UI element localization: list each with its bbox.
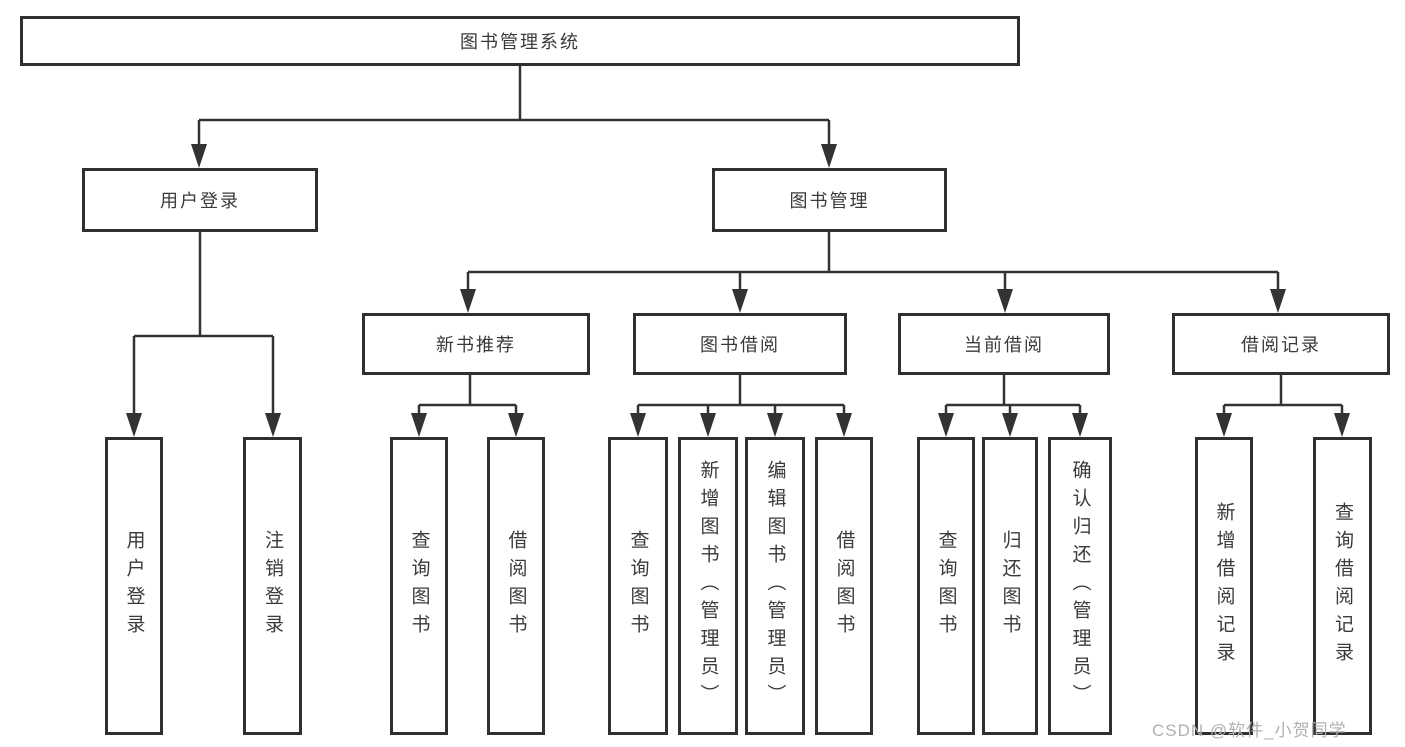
node-leaf-user-login: 用户登录 xyxy=(105,437,163,735)
arrowhead-down-icon xyxy=(1216,413,1232,437)
node-label-leaf-query-book-3: 查询图书 xyxy=(935,530,957,642)
node-label-leaf-return-book: 归还图书 xyxy=(999,530,1021,642)
arrowhead-down-icon xyxy=(508,413,524,437)
node-book-mgmt: 图书管理 xyxy=(712,168,947,232)
node-root: 图书管理系统 xyxy=(20,16,1020,66)
node-label-leaf-add-book: 新增图书（管理员） xyxy=(697,460,719,712)
node-new-book-rec: 新书推荐 xyxy=(362,313,590,375)
arrowhead-down-icon xyxy=(1334,413,1350,437)
arrowhead-down-icon xyxy=(191,144,207,168)
node-label-user-login: 用户登录 xyxy=(160,191,240,211)
node-leaf-query-book-1: 查询图书 xyxy=(390,437,448,735)
arrowhead-down-icon xyxy=(938,413,954,437)
node-leaf-borrow-book-1: 借阅图书 xyxy=(487,437,545,735)
node-label-leaf-confirm-return: 确认归还（管理员） xyxy=(1069,460,1091,712)
node-label-current-borrow: 当前借阅 xyxy=(964,335,1044,355)
arrowhead-down-icon xyxy=(411,413,427,437)
node-leaf-logout: 注销登录 xyxy=(243,437,302,735)
arrowhead-down-icon xyxy=(460,289,476,313)
arrowhead-down-icon xyxy=(1072,413,1088,437)
arrowhead-down-icon xyxy=(700,413,716,437)
node-user-login: 用户登录 xyxy=(82,168,318,232)
arrowhead-down-icon xyxy=(732,289,748,313)
node-label-root: 图书管理系统 xyxy=(460,32,580,52)
arrowhead-down-icon xyxy=(126,413,142,437)
node-label-borrow-records: 借阅记录 xyxy=(1241,335,1321,355)
node-leaf-query-book-2: 查询图书 xyxy=(608,437,668,735)
node-label-book-mgmt: 图书管理 xyxy=(789,191,870,211)
node-label-new-book-rec: 新书推荐 xyxy=(436,335,516,355)
node-leaf-add-record: 新增借阅记录 xyxy=(1195,437,1253,735)
arrowhead-down-icon xyxy=(767,413,783,437)
arrowhead-down-icon xyxy=(821,144,837,168)
node-leaf-query-book-3: 查询图书 xyxy=(917,437,975,735)
arrowhead-down-icon xyxy=(265,413,281,437)
node-label-leaf-borrow-book-1: 借阅图书 xyxy=(505,530,527,642)
node-leaf-add-book: 新增图书（管理员） xyxy=(678,437,738,735)
node-leaf-return-book: 归还图书 xyxy=(982,437,1038,735)
arrowhead-down-icon xyxy=(997,289,1013,313)
node-label-leaf-edit-book: 编辑图书（管理员） xyxy=(764,460,786,712)
node-label-leaf-query-book-2: 查询图书 xyxy=(627,530,649,642)
node-label-leaf-add-record: 新增借阅记录 xyxy=(1213,502,1235,670)
node-label-leaf-logout: 注销登录 xyxy=(262,530,283,642)
node-book-borrow: 图书借阅 xyxy=(633,313,847,375)
node-leaf-confirm-return: 确认归还（管理员） xyxy=(1048,437,1112,735)
arrowhead-down-icon xyxy=(1270,289,1286,313)
node-label-leaf-query-book-1: 查询图书 xyxy=(408,530,430,642)
node-label-leaf-borrow-book-2: 借阅图书 xyxy=(833,530,855,642)
node-leaf-query-record: 查询借阅记录 xyxy=(1313,437,1372,735)
arrowhead-down-icon xyxy=(836,413,852,437)
node-label-leaf-user-login: 用户登录 xyxy=(123,530,145,642)
arrowhead-down-icon xyxy=(630,413,646,437)
node-label-leaf-query-record: 查询借阅记录 xyxy=(1332,502,1353,670)
arrowhead-down-icon xyxy=(1002,413,1018,437)
node-current-borrow: 当前借阅 xyxy=(898,313,1110,375)
node-borrow-records: 借阅记录 xyxy=(1172,313,1390,375)
node-label-book-borrow: 图书借阅 xyxy=(700,335,780,355)
node-leaf-borrow-book-2: 借阅图书 xyxy=(815,437,873,735)
node-leaf-edit-book: 编辑图书（管理员） xyxy=(745,437,805,735)
